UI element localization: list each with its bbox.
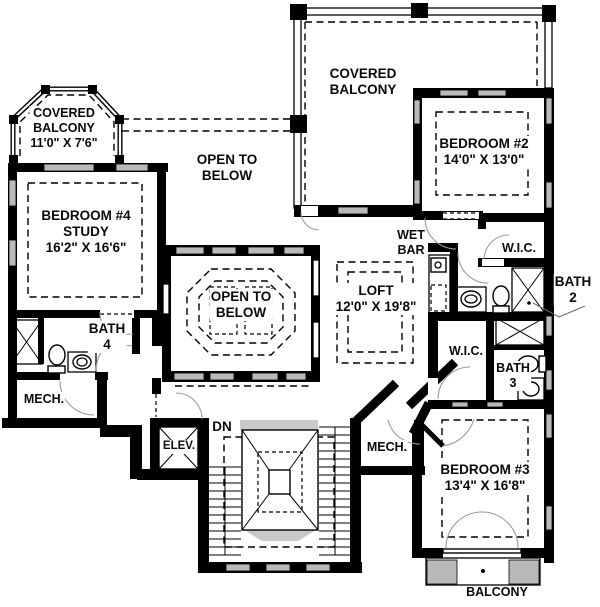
stairs-dn-label: DN <box>211 419 233 436</box>
door-arcs <box>59 211 519 549</box>
room-label-open-to-below-upper: OPEN TO BELOW <box>195 152 259 185</box>
room-label-wic-lower: W.I.C. <box>447 344 485 359</box>
room-label-elevator: ELEV. <box>161 440 197 454</box>
room-label-wic-upper: W.I.C. <box>500 241 538 256</box>
room-label-bath3: BATH 3 <box>495 361 531 391</box>
room-label-mech-left: MECH. <box>22 392 66 407</box>
room-label-covered-balcony-top: COVERED BALCONY <box>328 66 398 99</box>
fixtures <box>10 254 547 573</box>
railings <box>9 3 556 586</box>
room-label-covered-balcony-left: COVERED BALCONY 11'0" X 7'6" <box>29 106 99 151</box>
room-label-bedroom4-study: BEDROOM #4 STUDY 16'2" X 16'6" <box>40 208 132 257</box>
room-label-balcony-bottom: BALCONY <box>466 585 528 599</box>
room-label-mech-right: MECH. <box>365 440 409 455</box>
leader-lines <box>532 302 586 318</box>
room-label-bath2: BATH 2 <box>553 274 593 307</box>
room-label-open-to-below-center: OPEN TO BELOW <box>209 289 273 322</box>
room-label-wet-bar: WET BAR <box>396 228 426 258</box>
room-label-bedroom2: BEDROOM #2 14'0" X 13'0" <box>438 136 530 169</box>
room-label-bedroom3: BEDROOM #3 13'4" X 16'8" <box>439 462 531 495</box>
dashed-features <box>19 21 538 548</box>
staircase <box>209 420 350 556</box>
windows <box>8 89 553 585</box>
room-label-bath4: BATH 4 <box>87 321 127 354</box>
room-label-loft: LOFT 12'0" X 19'8" <box>334 283 418 316</box>
